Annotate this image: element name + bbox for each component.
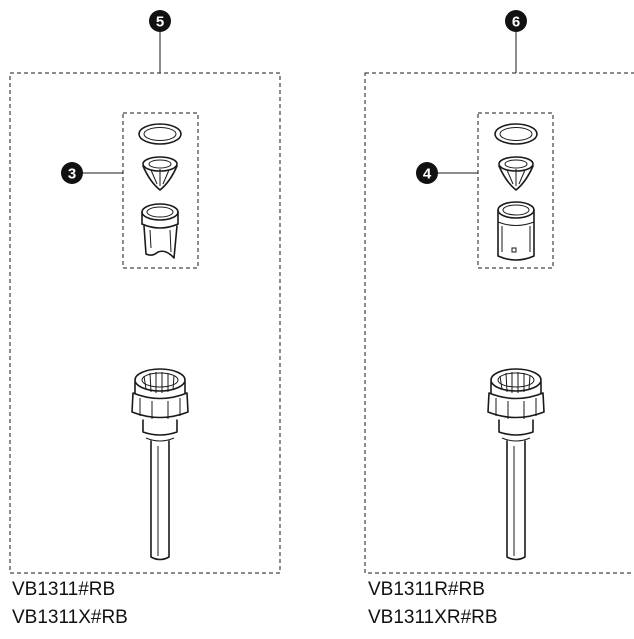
assembly-kit-6: 6 4 (364, 10, 634, 574)
kit-5-number: 5 (156, 14, 164, 31)
assembly-kit-5: 5 3 (9, 10, 281, 574)
cartridge-4-number: 4 (423, 166, 432, 183)
check-valve-part (498, 156, 534, 191)
breaker-tube-assembly (487, 368, 545, 561)
cartridge-3-outline (122, 112, 199, 269)
part-number-vb1311r-rb: VB1311R#RB (368, 579, 485, 600)
cartridge-3-number: 3 (68, 166, 76, 183)
cartridge-4-callout-badge: 4 (416, 162, 438, 184)
kit-6-callout-badge: 6 (505, 10, 527, 32)
part-number-vb1311x-rb: VB1311X#RB (12, 607, 128, 628)
o-ring-part (138, 123, 182, 145)
o-ring-part (494, 123, 538, 145)
kit-6-outline (364, 72, 634, 574)
cartridge-3-callout-badge: 3 (61, 162, 83, 184)
kit-5-outline (9, 72, 281, 574)
breaker-body-part (141, 203, 179, 259)
check-valve-part (142, 156, 178, 191)
breaker-body-part (497, 201, 535, 261)
kit-5-callout-badge: 5 (149, 10, 171, 32)
part-number-vb1311xr-rb: VB1311XR#RB (368, 607, 498, 628)
kit-6-number: 6 (512, 14, 520, 31)
cartridge-4-outline (477, 112, 554, 269)
part-number-vb1311-rb: VB1311#RB (12, 579, 116, 600)
breaker-tube-assembly (131, 368, 189, 561)
